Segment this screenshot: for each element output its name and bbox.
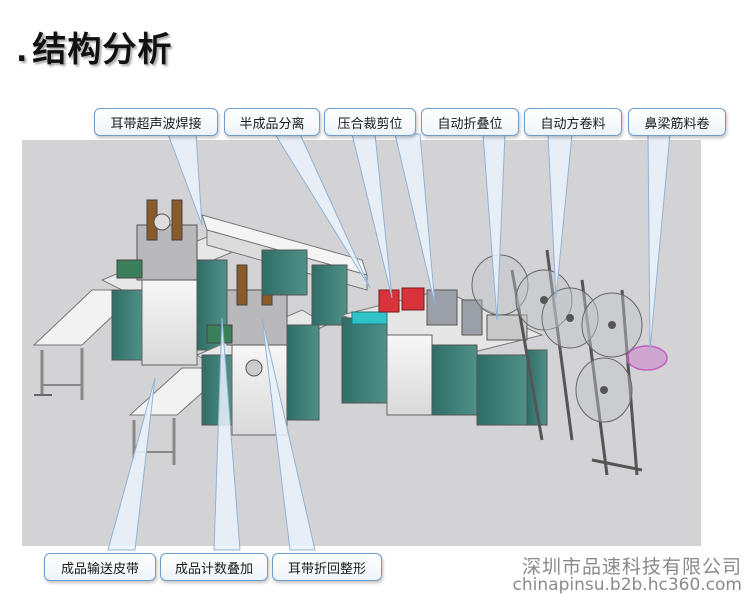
watermark-company: 深圳市品速科技有限公司: [521, 556, 742, 578]
watermark-site: chinapinsu.b2b.hc360.com: [512, 575, 742, 595]
callout-product-conveyor-belt: 成品输送皮带: [44, 553, 156, 581]
callout-label: 压合裁剪位: [337, 116, 403, 132]
callout-label: 自动折叠位: [437, 116, 503, 132]
mask-machine-illustration: [32, 199, 668, 476]
callout-ear-loop-welding: 耳带超声波焊接: [94, 108, 218, 136]
callout-label: 成品输送皮带: [60, 561, 139, 577]
callout-label: 鼻梁筋料卷: [644, 116, 710, 132]
callout-label: 耳带折回整形: [287, 561, 366, 577]
machine-illustration-panel: [22, 140, 701, 546]
callout-semi-product-separation: 半成品分离: [224, 108, 320, 136]
main-production-line: [340, 287, 548, 426]
callout-label: 自动方卷料: [540, 116, 606, 132]
callout-label: 成品计数叠加: [174, 561, 253, 577]
callout-product-count-stack: 成品计数叠加: [160, 553, 268, 581]
title-text: 结构分析: [32, 30, 173, 70]
callout-label: 耳带超声波焊接: [110, 116, 202, 132]
callout-press-cut: 压合裁剪位: [324, 108, 416, 136]
callout-nose-bridge-roll: 鼻梁筋料卷: [628, 108, 726, 136]
title-bullet: .: [16, 34, 29, 69]
callout-auto-roll-material: 自动方卷料: [524, 108, 622, 136]
callout-label: 半成品分离: [239, 116, 305, 132]
page-title: .结构分析: [16, 22, 172, 70]
callout-ear-loop-fold-shape: 耳带折回整形: [272, 553, 382, 581]
callout-auto-fold: 自动折叠位: [421, 108, 519, 136]
